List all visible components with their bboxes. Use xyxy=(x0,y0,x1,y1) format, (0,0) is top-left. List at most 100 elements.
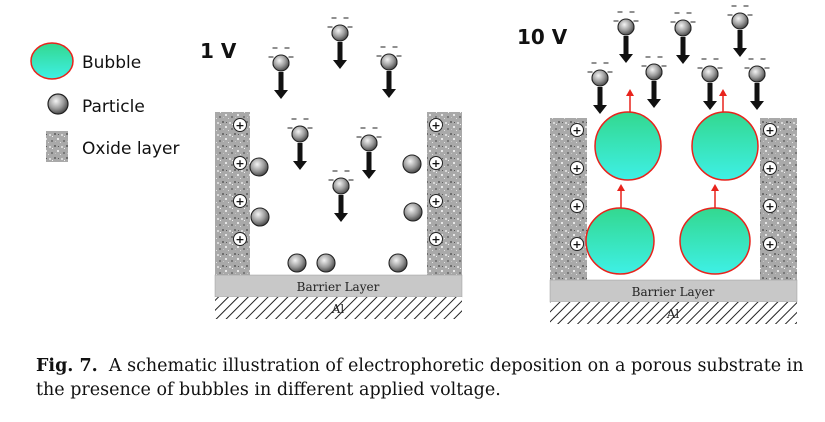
bubble-group xyxy=(585,89,759,275)
motion-arrow-icon xyxy=(333,42,347,69)
positive-charge-icon: + xyxy=(429,194,443,208)
bubble-icon xyxy=(585,207,655,275)
aluminum-label: Al xyxy=(331,302,345,316)
bubble-icon xyxy=(679,207,751,275)
aluminum-label: Al xyxy=(666,307,680,321)
motion-arrow-icon xyxy=(293,143,307,170)
positive-charge-icon: + xyxy=(233,194,247,208)
charged-particle xyxy=(670,12,696,64)
charged-particle xyxy=(356,127,382,179)
charged-particle xyxy=(287,118,313,170)
svg-text:+: + xyxy=(235,157,244,170)
particle-icon xyxy=(272,54,290,72)
charged-particle xyxy=(727,5,753,57)
aluminum-substrate xyxy=(215,297,462,319)
particle-icon xyxy=(287,253,307,273)
motion-arrow-icon xyxy=(619,36,633,63)
particle-icon xyxy=(403,202,423,222)
charged-particle xyxy=(328,170,354,222)
positive-charge-icon: + xyxy=(763,161,777,175)
particle-icon xyxy=(388,253,408,273)
particle-icon xyxy=(402,154,422,174)
positive-charge-icon: + xyxy=(233,156,247,170)
legend-oxide-icon xyxy=(46,131,68,162)
positive-charge-icon: + xyxy=(570,123,584,137)
figure-label: Fig. 7. xyxy=(36,356,98,376)
particle-icon xyxy=(701,65,719,83)
svg-text:+: + xyxy=(431,233,440,246)
panel-1v: 1 V Barrier Layer Al + + + + + + + + xyxy=(200,17,463,319)
positive-charge-icon: + xyxy=(570,161,584,175)
charged-particle xyxy=(697,58,723,110)
positive-charge-icon: + xyxy=(429,118,443,132)
motion-arrow-icon xyxy=(334,195,348,222)
motion-arrow-icon xyxy=(382,71,396,98)
barrier-layer-label: Barrier Layer xyxy=(632,285,715,299)
particle-icon xyxy=(645,63,663,81)
motion-arrow-icon xyxy=(733,30,747,57)
particle-icon xyxy=(250,207,270,227)
charged-particle xyxy=(641,56,667,108)
particle-icon xyxy=(332,177,350,195)
legend-bubble-icon xyxy=(30,42,74,80)
svg-text:+: + xyxy=(765,124,774,137)
svg-text:+: + xyxy=(765,200,774,213)
bubble-rise-arrow-icon xyxy=(711,184,719,208)
positive-charge-icon: + xyxy=(233,118,247,132)
svg-text:+: + xyxy=(431,157,440,170)
positive-charge-icon: + xyxy=(570,199,584,213)
charged-particle xyxy=(327,17,353,69)
charged-particle xyxy=(376,46,402,98)
positive-charge-icon: + xyxy=(763,199,777,213)
svg-text:+: + xyxy=(572,162,581,175)
barrier-layer-label: Barrier Layer xyxy=(297,280,380,294)
particle-icon xyxy=(291,125,309,143)
motion-arrow-icon xyxy=(274,72,288,99)
figure-caption-text: A schematic illustration of electrophore… xyxy=(36,356,804,400)
oxide-wall-left xyxy=(215,112,250,277)
positive-charge-icon: + xyxy=(763,123,777,137)
particle-icon xyxy=(748,65,766,83)
particle-icon xyxy=(360,134,378,152)
motion-arrow-icon xyxy=(647,81,661,108)
positive-charge-icon: + xyxy=(429,156,443,170)
particle-group xyxy=(587,5,770,114)
svg-text:+: + xyxy=(235,233,244,246)
bubble-icon xyxy=(691,111,759,181)
voltage-label-1v: 1 V xyxy=(200,39,237,63)
legend-bubble-label: Bubble xyxy=(82,53,141,73)
motion-arrow-icon xyxy=(362,152,376,179)
motion-arrow-icon xyxy=(750,83,764,110)
motion-arrow-icon xyxy=(593,87,607,114)
positive-charge-icon: + xyxy=(233,232,247,246)
charged-particle xyxy=(587,62,613,114)
particle-icon xyxy=(731,12,749,30)
positive-charge-icon: + xyxy=(570,237,584,251)
svg-text:+: + xyxy=(431,195,440,208)
voltage-label-10v: 10 V xyxy=(517,25,568,49)
oxide-wall-right xyxy=(427,112,462,277)
svg-text:+: + xyxy=(431,119,440,132)
svg-text:+: + xyxy=(765,162,774,175)
particle-icon xyxy=(249,157,269,177)
particle-icon xyxy=(674,19,692,37)
particle-group xyxy=(249,17,423,273)
particle-icon xyxy=(591,69,609,87)
bubble-rise-arrow-icon xyxy=(719,89,727,112)
svg-text:+: + xyxy=(572,238,581,251)
bubble-icon xyxy=(594,111,662,181)
panel-10v: 10 V Barrier Layer Al + + + + + + + + xyxy=(517,5,798,324)
charged-particle xyxy=(613,11,639,63)
positive-charge-icon: + xyxy=(429,232,443,246)
legend: Bubble Particle Oxide layer xyxy=(30,42,179,162)
particle-icon xyxy=(316,253,336,273)
legend-oxide-label: Oxide layer xyxy=(82,139,179,159)
pore-wall-charges: + + + + + + + + xyxy=(233,118,443,246)
positive-charge-icon: + xyxy=(763,237,777,251)
charged-particle xyxy=(268,47,294,99)
figure-caption: Fig. 7. A schematic illustration of elec… xyxy=(36,354,816,402)
svg-text:+: + xyxy=(235,195,244,208)
motion-arrow-icon xyxy=(703,83,717,110)
svg-text:+: + xyxy=(572,124,581,137)
svg-text:+: + xyxy=(572,200,581,213)
